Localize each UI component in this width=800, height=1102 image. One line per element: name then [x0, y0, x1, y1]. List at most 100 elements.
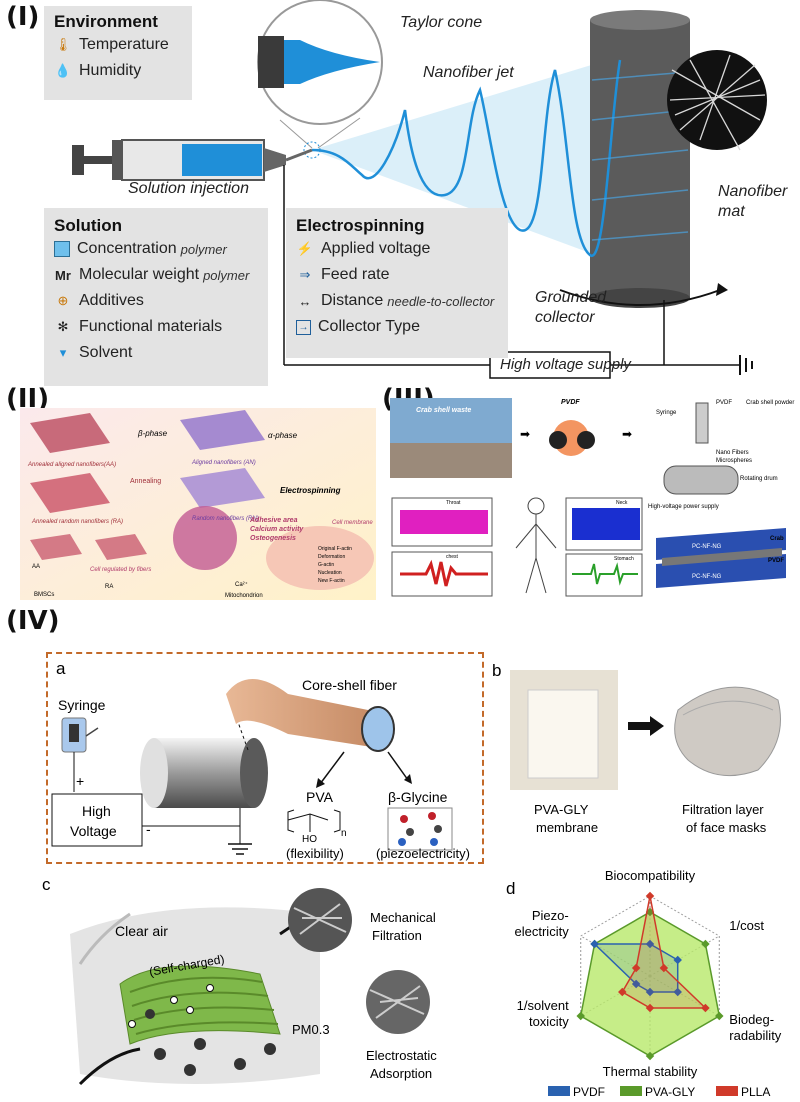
radar-axis-label: 1/solvent	[517, 998, 569, 1013]
legend-item: Original F-actin	[318, 546, 352, 552]
legend-label-pva-gly: PVA-GLY	[645, 1085, 695, 1099]
electrospinning-box: Electrospinning ⚡Applied voltage ⇒Feed r…	[286, 208, 508, 358]
stomach-label: Stomach	[614, 556, 634, 562]
section-label-i: (I)	[6, 2, 40, 32]
svg-text:➡: ➡	[622, 427, 632, 441]
piezo-label: (piezoelectricity)	[376, 846, 470, 861]
chest-label: chest	[446, 554, 459, 560]
throat-label: Throat	[446, 500, 461, 506]
crab-label: Crab	[770, 536, 784, 542]
beta-phase-label: β-phase	[137, 429, 168, 438]
ho-label: HO	[302, 834, 317, 845]
pcnfng1-label: PC-NF-NG	[692, 544, 722, 550]
panel-iii-illustration: Crab shell waste ➡ PVDF ➡ Syringe PVDF C…	[390, 398, 794, 597]
annealing-label: Annealing	[130, 478, 161, 485]
pvdf2-label: PVDF	[716, 400, 732, 406]
syringe-label-a: Syringe	[58, 697, 106, 713]
electrospinning-item: ⚡Applied voltage	[296, 240, 431, 257]
droplet-icon: 💧	[54, 63, 72, 78]
cell-membrane-label: Cell membrane	[332, 520, 373, 526]
flex-label: (flexibility)	[286, 846, 344, 861]
radar-axis-label: toxicity	[529, 1014, 569, 1029]
drum-label: Rotating drum	[740, 476, 778, 482]
hv-line1: High	[82, 803, 111, 819]
electrospinning-title: Electrospinning	[296, 216, 425, 235]
crab-powder-label: Crab shell powder	[746, 400, 794, 406]
minus-label: -	[146, 821, 151, 837]
nanofiber-jet-label: Nanofiber jet	[423, 64, 514, 81]
plus-label: +	[76, 773, 84, 789]
beaker-icon: ▾	[59, 345, 67, 360]
radar-point-pvdf	[590, 939, 599, 949]
hv-label: High-voltage power supply	[648, 504, 719, 510]
glycine-label: β-Glycine	[388, 789, 448, 805]
pvdf-label: PVDF	[561, 399, 580, 406]
arrow-right-icon: ⇒	[299, 267, 311, 282]
pva-label: PVA	[306, 789, 334, 805]
pcnfng2-label: PC-NF-NG	[692, 574, 722, 580]
solution-injection-label: Solution injection	[128, 180, 249, 197]
crab-shell-label: Crab shell waste	[416, 407, 471, 414]
ra-label: Annealed random nanofibers (RA)	[31, 519, 123, 525]
legend-swatch-pvdf	[548, 1086, 570, 1096]
adhesive-label: Adhesive area	[249, 517, 298, 524]
double-arrow-icon: ↔	[298, 293, 312, 309]
membrane-label-2: membrane	[536, 820, 598, 835]
legend-item: New F-actin	[318, 578, 345, 584]
mitochondrion-label: Mitochondrion	[225, 593, 263, 599]
mech-label-1: Mechanical	[370, 910, 436, 925]
cell-regulated-label: Cell regulated by fibers	[90, 567, 151, 573]
micro-label: Microspheres	[716, 458, 752, 464]
solution-item: ▾Solvent	[54, 340, 258, 366]
mech-label-2: Filtration	[372, 928, 422, 943]
panel-d-letter: d	[506, 879, 515, 898]
core-shell-label: Core-shell fiber	[302, 677, 397, 693]
legend-swatch-pva-gly	[620, 1086, 642, 1096]
ra-short-label: RA	[105, 584, 113, 590]
panel-c-illustration: c Clear air (Self-charged) PM0.3 Mechani…	[42, 875, 437, 1086]
radar-axis-label: Piezo-	[532, 908, 569, 923]
hv-line2: Voltage	[70, 823, 117, 839]
elec-label-2: Adsorption	[370, 1066, 432, 1081]
radar-axis-label: 1/cost	[729, 918, 764, 933]
high-voltage-supply-label: High voltage supply	[500, 356, 631, 373]
alpha-phase-label: α-phase	[268, 431, 298, 440]
syringe-label: Syringe	[656, 410, 677, 416]
pvdf3-label: PVDF	[768, 558, 784, 564]
collector-type-icon: →	[296, 319, 311, 335]
legend-item: Nucleation	[318, 570, 342, 576]
radar-axis-label: electricity	[515, 924, 570, 939]
radar-axis-label: Biocompatibility	[605, 868, 696, 883]
panel-a-illustration: a Syringe + High Voltage - Core-shell fi…	[51, 659, 470, 861]
electrospinning-label: Electrospinning	[280, 486, 341, 495]
rn-label: Random nanofibers (RN)	[192, 516, 259, 522]
calcium-label: Calcium activity	[250, 526, 304, 533]
elec-label-1: Electrostatic	[366, 1048, 437, 1063]
radar-chart: d Biocompatibility1/costBiodeg-radabilit…	[506, 868, 782, 1099]
environment-item: 🌡Temperature	[54, 36, 169, 53]
radar-point-plla	[701, 1003, 710, 1013]
legend-swatch-plla	[716, 1086, 738, 1096]
neck-label: Neck	[616, 500, 628, 506]
panel-b-letter: b	[492, 661, 501, 680]
membrane-label-1: PVA-GLY	[534, 802, 589, 817]
environment-item: 💧Humidity	[54, 62, 142, 79]
concentration-icon	[54, 241, 70, 257]
ca-label: Ca²⁺	[235, 581, 248, 588]
mask-label-2: of face masks	[686, 820, 767, 835]
panel-b-illustration: b PVA-GLY membrane Filtration layer of f…	[492, 661, 781, 835]
nano-label: Nano Fibers	[716, 450, 749, 456]
environment-box: Environment 🌡Temperature 💧Humidity	[44, 6, 192, 100]
radar-axis-label: Biodeg-	[729, 1012, 774, 1027]
legend-label-plla: PLLA	[741, 1085, 770, 1099]
bmscs-label: BMSCs	[34, 592, 54, 598]
nanofiber-mat-label: Nanofiber mat	[718, 183, 788, 220]
electrospinning-item: ⇒Feed rate	[296, 262, 498, 288]
molecular-weight-icon: Mr	[55, 267, 71, 283]
molecule-icon: ✻	[57, 319, 69, 334]
clear-air-label: Clear air	[115, 923, 168, 939]
